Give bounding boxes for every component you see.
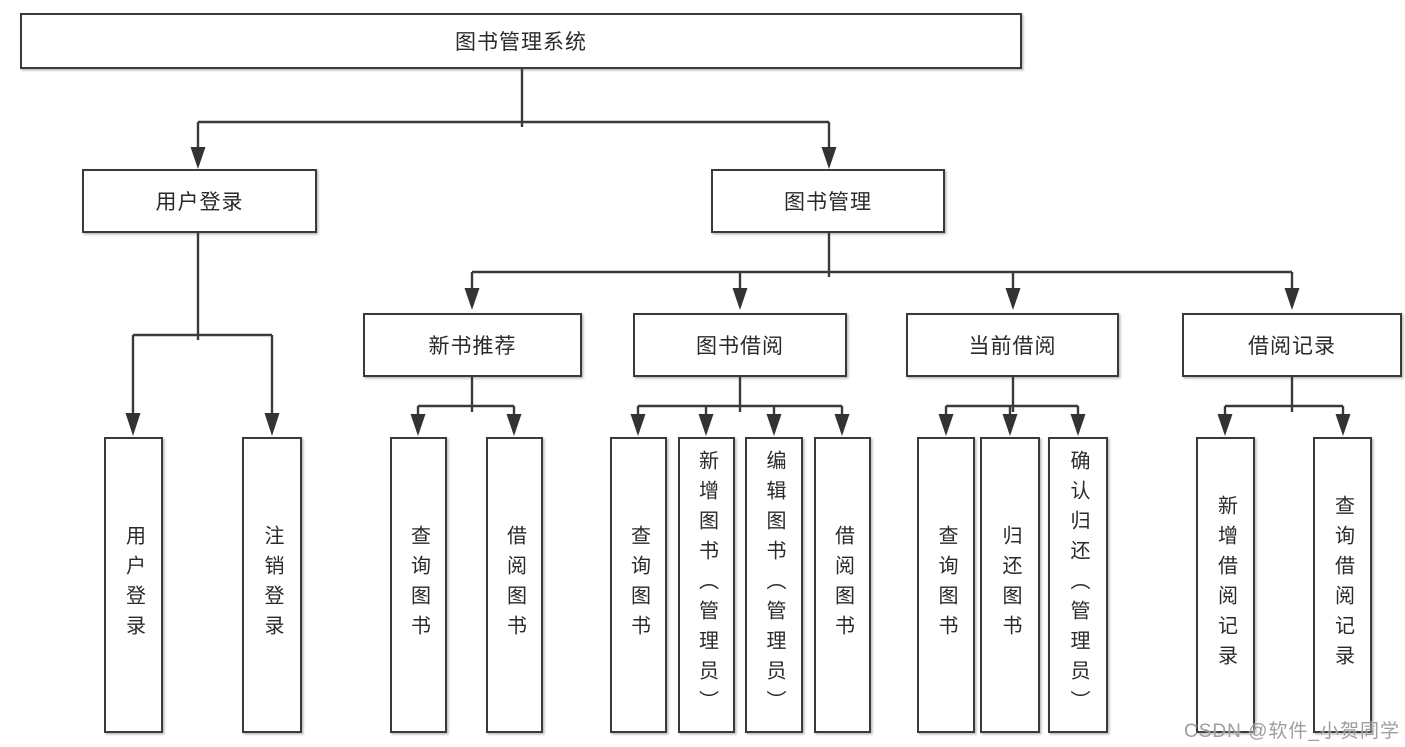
csdn-watermark: CSDN @软件_小贺同学 bbox=[1184, 721, 1400, 742]
node-book-borrow: 图书借阅 bbox=[633, 313, 847, 377]
leaf-confirm-return: 确认归还（管理员） bbox=[1048, 437, 1108, 733]
leaf-logout: 注销登录 bbox=[242, 437, 302, 733]
leaf-borrow-books-1: 借阅图书 bbox=[486, 437, 543, 733]
leaf-label: 确认归还（管理员） bbox=[1067, 450, 1089, 720]
node-label: 图书管理系统 bbox=[455, 31, 587, 54]
leaf-return-books: 归还图书 bbox=[980, 437, 1040, 733]
leaf-label: 借阅图书 bbox=[503, 525, 526, 645]
leaf-label: 查询借阅记录 bbox=[1331, 495, 1354, 675]
leaf-query-books-1: 查询图书 bbox=[390, 437, 447, 733]
node-new-book-recommend: 新书推荐 bbox=[363, 313, 582, 377]
leaf-label: 新增图书（管理员） bbox=[695, 450, 718, 720]
leaf-label: 编辑图书（管理员） bbox=[763, 450, 785, 720]
node-label: 图书借阅 bbox=[696, 335, 784, 358]
node-label: 图书管理 bbox=[784, 191, 872, 214]
leaf-user-login: 用户登录 bbox=[104, 437, 163, 733]
leaf-add-borrow-record: 新增借阅记录 bbox=[1196, 437, 1255, 733]
leaf-query-books-3: 查询图书 bbox=[917, 437, 975, 733]
leaf-label: 查询图书 bbox=[935, 525, 957, 645]
leaf-query-books-2: 查询图书 bbox=[610, 437, 667, 733]
leaf-label: 用户登录 bbox=[122, 525, 145, 645]
leaf-label: 查询图书 bbox=[627, 525, 650, 645]
node-label: 用户登录 bbox=[155, 191, 244, 214]
leaf-add-books: 新增图书（管理员） bbox=[678, 437, 735, 733]
node-label: 当前借阅 bbox=[968, 335, 1057, 358]
leaf-edit-books: 编辑图书（管理员） bbox=[745, 437, 803, 733]
leaf-query-borrow-record: 查询借阅记录 bbox=[1313, 437, 1372, 733]
node-label: 新书推荐 bbox=[428, 335, 517, 358]
leaf-label: 归还图书 bbox=[999, 525, 1021, 645]
node-label: 借阅记录 bbox=[1248, 335, 1336, 358]
leaf-label: 借阅图书 bbox=[831, 525, 854, 645]
leaf-label: 注销登录 bbox=[261, 525, 283, 645]
node-user-login: 用户登录 bbox=[82, 169, 317, 233]
node-root: 图书管理系统 bbox=[20, 13, 1022, 69]
node-current-borrow: 当前借阅 bbox=[906, 313, 1119, 377]
leaf-label: 新增借阅记录 bbox=[1214, 495, 1237, 675]
node-book-management: 图书管理 bbox=[711, 169, 945, 233]
node-borrow-records: 借阅记录 bbox=[1182, 313, 1402, 377]
leaf-label: 查询图书 bbox=[407, 525, 430, 645]
leaf-borrow-books-2: 借阅图书 bbox=[814, 437, 871, 733]
